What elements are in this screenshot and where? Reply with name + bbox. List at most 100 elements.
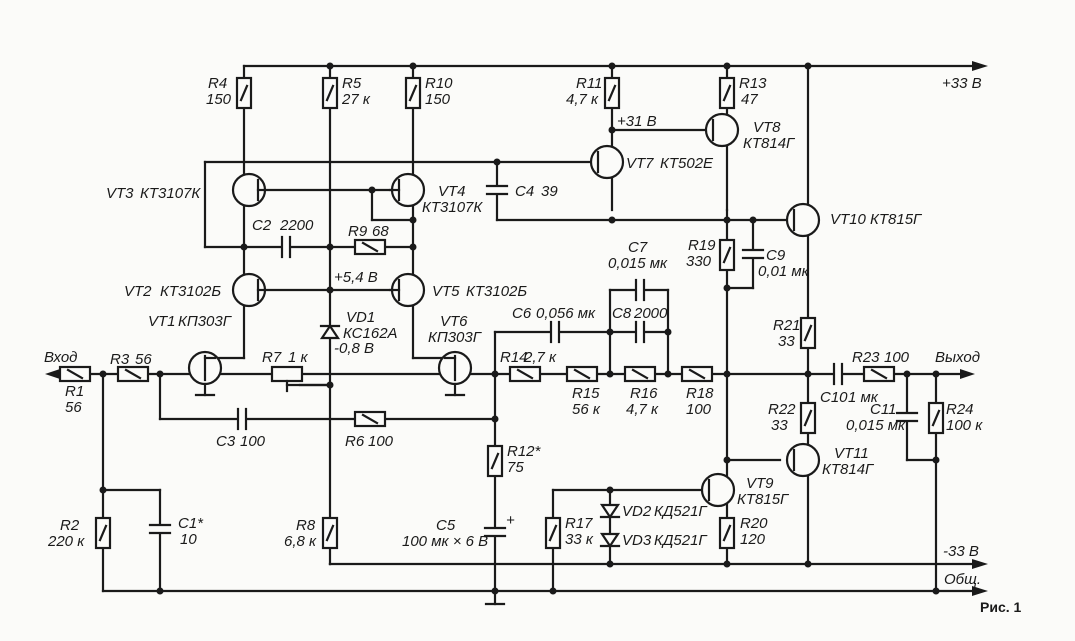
value-R2: 220 к bbox=[47, 533, 85, 550]
transistor-VT10 bbox=[785, 202, 821, 238]
value-C8: 2000 bbox=[633, 305, 668, 322]
label-VT9: VT9 bbox=[746, 475, 774, 492]
label-R6: R6 bbox=[345, 433, 365, 450]
zener-VD1 bbox=[319, 324, 341, 340]
label-C6: C6 bbox=[512, 305, 532, 322]
label-VT2: VT2 bbox=[124, 283, 152, 300]
label-R21: R21 bbox=[773, 317, 801, 334]
value-C7: 0,015 мк bbox=[608, 255, 668, 272]
label-input: Вход bbox=[44, 349, 77, 366]
label-voltage-54: +5,4 В bbox=[334, 269, 378, 286]
label-common: Общ. bbox=[944, 571, 981, 588]
transistor-VT7 bbox=[589, 144, 625, 180]
resistor-R8 bbox=[321, 516, 339, 550]
resistor-R22 bbox=[799, 401, 817, 435]
label-R18: R18 bbox=[686, 385, 714, 402]
type-VT3: КТ3107К bbox=[140, 185, 201, 202]
transistor-VT3 bbox=[231, 172, 267, 208]
type-VT6: КП303Г bbox=[428, 329, 483, 346]
resistor-R4 bbox=[235, 76, 253, 110]
label-C1: C1* bbox=[178, 515, 204, 532]
label-VT7: VT7 bbox=[626, 155, 654, 172]
transistor-VT9 bbox=[700, 472, 736, 508]
label-R11: R11 bbox=[576, 75, 602, 92]
label-R2: R2 bbox=[60, 517, 80, 534]
label-VT11: VT11 bbox=[834, 445, 869, 462]
value-R24: 100 к bbox=[946, 417, 983, 434]
type-VD1: КС162А bbox=[343, 325, 398, 342]
resistor-R1 bbox=[58, 365, 92, 383]
value-C1: 10 bbox=[180, 531, 197, 548]
label-R13: R13 bbox=[739, 75, 767, 92]
label-R22: R22 bbox=[768, 401, 796, 418]
transistor-VT2 bbox=[231, 272, 267, 308]
label-C5: C5 bbox=[436, 517, 456, 534]
resistor-R5 bbox=[321, 76, 339, 110]
label-C9: C9 bbox=[766, 247, 786, 264]
label-R3: R3 bbox=[110, 351, 130, 368]
resistor-R24 bbox=[927, 401, 945, 435]
value-R10: 150 bbox=[425, 91, 451, 108]
label-R23: R23 bbox=[852, 349, 880, 366]
type-VT2: КТ3102Б bbox=[160, 283, 221, 300]
value-C10: 1 мк bbox=[848, 389, 879, 406]
label-VT10: VT10 bbox=[830, 211, 867, 228]
value-R13: 47 bbox=[741, 91, 758, 108]
output-arrow bbox=[960, 369, 975, 379]
resistor-R13 bbox=[718, 76, 736, 110]
value-R8: 6,8 к bbox=[284, 533, 317, 550]
value-R1: 56 bbox=[65, 399, 82, 416]
capacitor-C3 bbox=[236, 407, 248, 431]
label-R4: R4 bbox=[208, 75, 227, 92]
value-C2: 2200 bbox=[279, 217, 314, 234]
value-R21: 33 bbox=[778, 333, 795, 350]
capacitor-C8 bbox=[634, 320, 646, 344]
label-VD3: VD3 bbox=[622, 532, 652, 549]
diode-VD2 bbox=[599, 503, 621, 519]
value-C4: 39 bbox=[541, 183, 558, 200]
capacitor-C1 bbox=[148, 523, 172, 535]
resistor-R23 bbox=[862, 365, 896, 383]
type-VT4: КТ3107К bbox=[422, 199, 483, 216]
type-VD2: КД521Г bbox=[654, 503, 708, 520]
label-VD2: VD2 bbox=[622, 503, 652, 520]
value-R19: 330 bbox=[686, 253, 712, 270]
capacitor-C7 bbox=[634, 278, 646, 302]
resistor-R12 bbox=[486, 444, 504, 478]
resistor-R14 bbox=[508, 365, 542, 383]
label-minus-33v: -33 В bbox=[943, 543, 979, 560]
value-C6: 0,056 мк bbox=[536, 305, 596, 322]
label-R8: R8 bbox=[296, 517, 316, 534]
label-VT1: VT1 bbox=[148, 313, 176, 330]
label-VT4: VT4 bbox=[438, 183, 466, 200]
label-R17: R17 bbox=[565, 515, 593, 532]
value-R6: 100 bbox=[368, 433, 394, 450]
value-R20: 120 bbox=[740, 531, 766, 548]
label-C11: C11 bbox=[870, 401, 896, 418]
transistor-VT5 bbox=[388, 272, 426, 308]
transistor-VT1 bbox=[187, 350, 223, 397]
value-R7: 1 к bbox=[288, 349, 309, 366]
type-VD3: КД521Г bbox=[654, 532, 708, 549]
resistor-R19 bbox=[718, 238, 736, 272]
label-VT3: VT3 bbox=[106, 185, 134, 202]
capacitor-C9 bbox=[741, 248, 765, 260]
type-VT5: КТ3102Б bbox=[466, 283, 527, 300]
type-VT1: КП303Г bbox=[178, 313, 233, 330]
resistor-R18 bbox=[680, 365, 714, 383]
resistor-R11 bbox=[603, 76, 621, 110]
value-C3: 100 bbox=[240, 433, 266, 450]
resistor-R21 bbox=[799, 316, 817, 350]
label-R14: R14 bbox=[500, 349, 528, 366]
value-C9: 0,01 мк bbox=[758, 263, 810, 280]
resistor-R6 bbox=[353, 410, 387, 428]
potentiometer-R7[interactable] bbox=[270, 365, 332, 393]
label-R15: R15 bbox=[572, 385, 600, 402]
value-R17: 33 к bbox=[565, 531, 594, 548]
label-C7: C7 bbox=[628, 239, 648, 256]
type-VT7: КТ502Е bbox=[660, 155, 714, 172]
type-VT8: КТ814Г bbox=[743, 135, 796, 152]
transistor-VT11 bbox=[785, 442, 821, 478]
resistor-R17 bbox=[544, 516, 562, 550]
label-C3: C3 bbox=[216, 433, 236, 450]
